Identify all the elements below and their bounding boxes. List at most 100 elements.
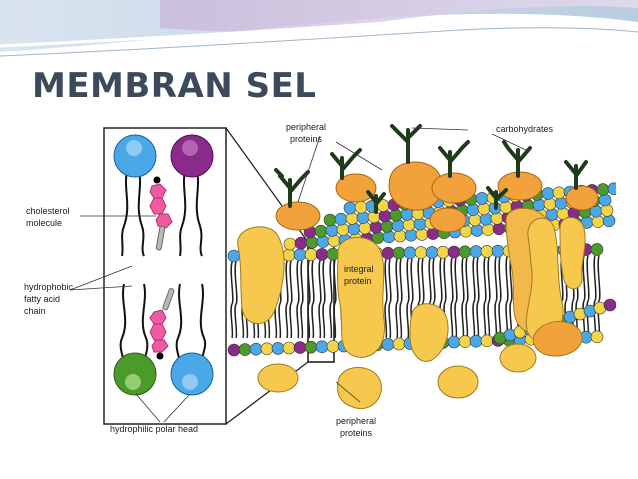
label-hydrophobic-1: hydrophobic bbox=[24, 282, 74, 292]
phospholipid-head bbox=[413, 217, 427, 231]
phospholipid-head bbox=[458, 245, 472, 259]
fatty-acid-tail bbox=[329, 259, 333, 339]
fatty-acid-tail bbox=[399, 258, 403, 339]
label-peripheral-bottom-2: proteins bbox=[340, 428, 373, 438]
phospholipid-head bbox=[294, 236, 308, 250]
fatty-acid-tail bbox=[582, 255, 586, 339]
phospholipid-head bbox=[343, 201, 357, 215]
fatty-acid-tail bbox=[285, 260, 289, 339]
phospholipid-head bbox=[481, 223, 495, 236]
label-peripheral-top-2: proteins bbox=[290, 134, 323, 144]
phospholipid-head bbox=[334, 212, 348, 226]
leader-lines bbox=[69, 127, 527, 423]
fatty-acid-tail bbox=[461, 257, 465, 339]
phospholipid-head bbox=[469, 334, 483, 348]
phospholipid-head bbox=[345, 212, 359, 225]
phospholipid-head bbox=[492, 222, 506, 236]
phospholipid-head bbox=[468, 213, 482, 227]
phospholipid-head bbox=[447, 335, 461, 349]
phospholipid-head bbox=[316, 235, 330, 248]
phospholipid-head bbox=[552, 186, 566, 200]
phospholipid-head bbox=[260, 342, 274, 356]
phospholipid-head bbox=[415, 228, 429, 241]
phospholipid-head bbox=[590, 330, 604, 344]
label-cholesterol-1: cholesterol bbox=[26, 206, 70, 216]
phospholipid-head bbox=[425, 246, 439, 259]
phospholipid-head bbox=[381, 338, 395, 351]
phospholipid-head bbox=[466, 203, 480, 216]
phospholipid-head bbox=[380, 220, 394, 233]
peripheral-proteins-top bbox=[275, 161, 599, 233]
phospholipid-head bbox=[314, 224, 328, 238]
phospholipid-head bbox=[227, 249, 241, 263]
fatty-acid-tail bbox=[384, 258, 388, 339]
phospholipid-head bbox=[293, 248, 307, 262]
phospholipid-head bbox=[491, 244, 505, 258]
phospholipid-head bbox=[326, 340, 340, 353]
phospholipid-head bbox=[327, 234, 341, 248]
cholesterol-top bbox=[149, 176, 173, 251]
phospholipid-head bbox=[323, 213, 337, 227]
phospholipid-head bbox=[403, 246, 417, 260]
phospholipid-head bbox=[436, 245, 450, 259]
fatty-acid-tail bbox=[395, 258, 399, 339]
phospholipid-head bbox=[392, 246, 406, 260]
phospholipid-head bbox=[369, 220, 383, 234]
fatty-acid-tail bbox=[450, 257, 454, 339]
phospholipid-head bbox=[490, 212, 504, 225]
phospholipid-head bbox=[282, 341, 296, 355]
phospholipid-head bbox=[315, 340, 329, 354]
fatty-acid-tail bbox=[454, 257, 458, 339]
phospholipid-head bbox=[541, 187, 555, 200]
phospholipid-head bbox=[480, 245, 494, 258]
label-integral-1: integral bbox=[344, 264, 374, 274]
phospholipid-head bbox=[469, 245, 483, 258]
integral-proteins bbox=[237, 207, 586, 362]
label-integral-2: protein bbox=[344, 276, 372, 286]
phospholipid-head bbox=[392, 337, 406, 351]
phospholipid-head bbox=[304, 340, 318, 354]
phospholipid-head bbox=[404, 228, 418, 242]
phospholipid-head bbox=[304, 248, 318, 261]
header-banner bbox=[0, 0, 638, 57]
phospholipid-head bbox=[238, 343, 252, 356]
phospholipid-head bbox=[336, 223, 350, 236]
fatty-acid-tail bbox=[593, 255, 597, 339]
phospholipid-head bbox=[543, 197, 557, 211]
label-hydrophilic: hydrophilic polar head bbox=[110, 424, 198, 434]
phospholipid-head bbox=[598, 193, 612, 207]
phospholipid-head bbox=[475, 192, 489, 205]
carbohydrates bbox=[274, 124, 588, 214]
phospholipid-head bbox=[590, 243, 604, 256]
phospholipid-head bbox=[607, 182, 616, 196]
phospholipid-head bbox=[532, 198, 546, 212]
phospholipid-head bbox=[389, 208, 403, 222]
fatty-acid-tail bbox=[483, 257, 487, 339]
phospholipid-head bbox=[602, 214, 616, 228]
fatty-acid-tail bbox=[230, 261, 234, 339]
phospholipid-head bbox=[400, 208, 414, 221]
fatty-acid-tail bbox=[300, 260, 304, 339]
phospholipid-head bbox=[477, 202, 491, 216]
fatty-acid-tail bbox=[388, 258, 392, 339]
cholesterol-bottom bbox=[149, 288, 175, 360]
peripheral-proteins-bottom bbox=[257, 321, 583, 410]
label-hydrophobic-3: chain bbox=[24, 306, 46, 316]
phospholipid-head bbox=[382, 230, 396, 244]
phospholipid-head bbox=[378, 209, 392, 223]
phospholipid-head bbox=[271, 342, 285, 355]
phospholipid-head bbox=[545, 208, 559, 221]
phospholipid-head bbox=[414, 246, 428, 259]
phospholipid-head bbox=[227, 343, 241, 357]
phospholipid-head bbox=[393, 229, 407, 243]
phospholipid-head bbox=[283, 237, 297, 251]
phospholipid-head bbox=[480, 334, 494, 348]
phospholipid-head bbox=[326, 247, 340, 261]
labels: cholesterol molecule hydrophobic fatty a… bbox=[24, 122, 554, 438]
phospholipid-head bbox=[479, 212, 493, 226]
fatty-acid-tail bbox=[322, 260, 326, 339]
phospholipid-head bbox=[367, 210, 381, 224]
fatty-acid-tail bbox=[289, 260, 293, 339]
phospholipid-head bbox=[354, 200, 368, 214]
cell-membrane-diagram: cholesterol molecule hydrophobic fatty a… bbox=[24, 122, 616, 438]
